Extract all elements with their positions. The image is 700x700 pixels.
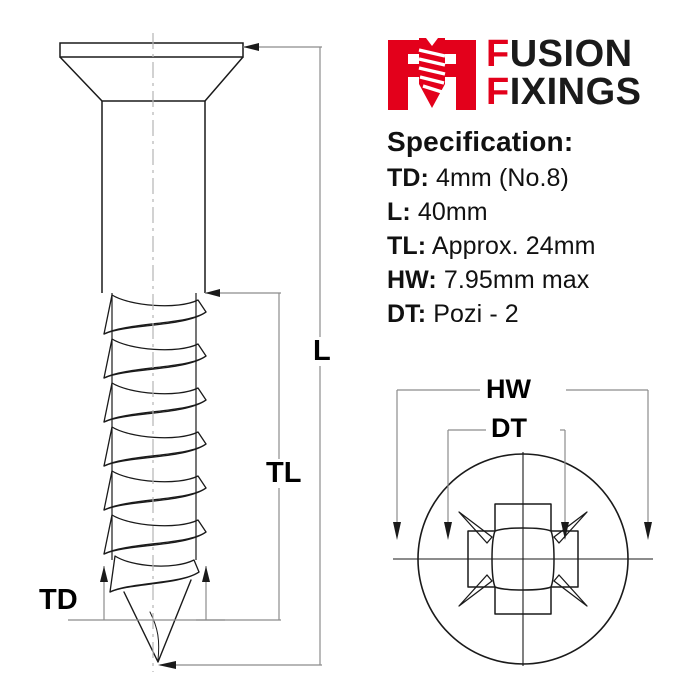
spec-row-thread-diameter: TD: 4mm (No.8)	[387, 164, 687, 193]
cross-slot-bottom-inner-arc	[494, 586, 552, 591]
dim-arrowhead-L-bottom	[158, 661, 176, 669]
spec-row-head-width: HW: 7.95mm max	[387, 266, 687, 295]
spec-row-length: L: 40mm	[387, 198, 687, 227]
screw-head-countersunk-cone	[59, 56, 244, 102]
pozi-rib-top-right	[553, 511, 588, 544]
dimension-overall-length	[160, 46, 322, 666]
spec-row-drive-type: DT: Pozi - 2	[387, 300, 687, 329]
spec-key-dt: DT:	[387, 300, 427, 328]
logo-screw-head-slot	[426, 38, 438, 46]
dimension-thread-diameter	[68, 566, 225, 621]
pozi-rib-bottom-left	[458, 574, 493, 607]
pozi-rib-top-left	[458, 511, 493, 544]
logo-screw-threads	[418, 48, 446, 94]
dim-arrow-L	[158, 43, 259, 669]
brand-fusion-lead: F	[486, 33, 510, 76]
screw-thread-helix	[103, 294, 207, 663]
spec-value-dt: Pozi - 2	[433, 300, 519, 328]
dim-arrowhead-L-top	[243, 43, 259, 51]
dim-arrow-TD	[100, 566, 210, 582]
brand-logo: FUSION FIXINGS	[386, 28, 676, 120]
specification-heading: Specification:	[387, 126, 574, 157]
brand-word-fixings: FIXINGS	[486, 71, 642, 113]
logo-right-f	[438, 40, 476, 110]
logo-left-f	[388, 40, 426, 110]
dim-arrowhead-HW-right	[644, 522, 652, 540]
cross-slot-top-inner-arc	[494, 527, 552, 532]
fusion-fixings-screw-monogram-icon	[388, 38, 476, 110]
dimension-label-head-width: HW	[483, 376, 534, 403]
pozi-rib-bottom-right	[553, 574, 588, 607]
dim-arrow-HW	[393, 522, 652, 540]
spec-value-l: 40mm	[417, 198, 488, 226]
brand-fusion-rest: USION	[509, 33, 633, 76]
dim-arrowhead-DT-right	[561, 522, 569, 540]
dim-arrowhead-DT-left	[444, 522, 452, 540]
dim-arrow-DT	[444, 522, 569, 540]
brand-fixings-lead: F	[486, 71, 510, 113]
spec-key-l: L:	[387, 198, 411, 226]
head-view-centre-lines	[393, 452, 653, 666]
dimension-label-drive-type: DT	[488, 415, 530, 442]
brand-fixings-rest: IXINGS	[509, 71, 642, 113]
specification-panel: Specification: TD: 4mm (No.8) L: 40mm TL…	[387, 126, 687, 334]
brand-word-fusion: FUSION	[486, 33, 642, 76]
dimension-head-width	[396, 389, 649, 528]
screw-head-top-slab	[59, 42, 244, 58]
cross-slot-left-inner-arc	[491, 530, 496, 588]
dim-arrowhead-TD-left	[100, 566, 108, 582]
dim-arrow-TL	[205, 289, 220, 297]
spec-value-tl: Approx. 24mm	[431, 232, 596, 260]
dimension-label-thread-diameter: TD	[36, 586, 81, 615]
countersunk-wood-screw-side-view	[59, 42, 244, 560]
spec-key-tl: TL:	[387, 232, 427, 260]
dimension-label-thread-length: TL	[263, 459, 305, 488]
brand-wordmark: FUSION FIXINGS	[486, 33, 642, 113]
dim-arrowhead-TD-right	[202, 566, 210, 582]
dim-arrowhead-TL-top	[205, 289, 220, 297]
pozidriv-cross-recess	[467, 503, 579, 615]
dim-arrowhead-HW-left	[393, 522, 401, 540]
spec-row-thread-length: TL: Approx. 24mm	[387, 232, 687, 261]
spec-value-td: 4mm (No.8)	[436, 164, 569, 192]
spec-key-td: TD:	[387, 164, 429, 192]
pozidriv-diagonal-ribs	[458, 511, 588, 607]
dimension-label-overall-length: L	[310, 337, 334, 366]
spec-value-hw: 7.95mm max	[443, 266, 590, 294]
cross-slot-right-inner-arc	[550, 530, 555, 588]
dimension-drive-type	[447, 429, 566, 528]
spec-key-hw: HW:	[387, 266, 437, 294]
